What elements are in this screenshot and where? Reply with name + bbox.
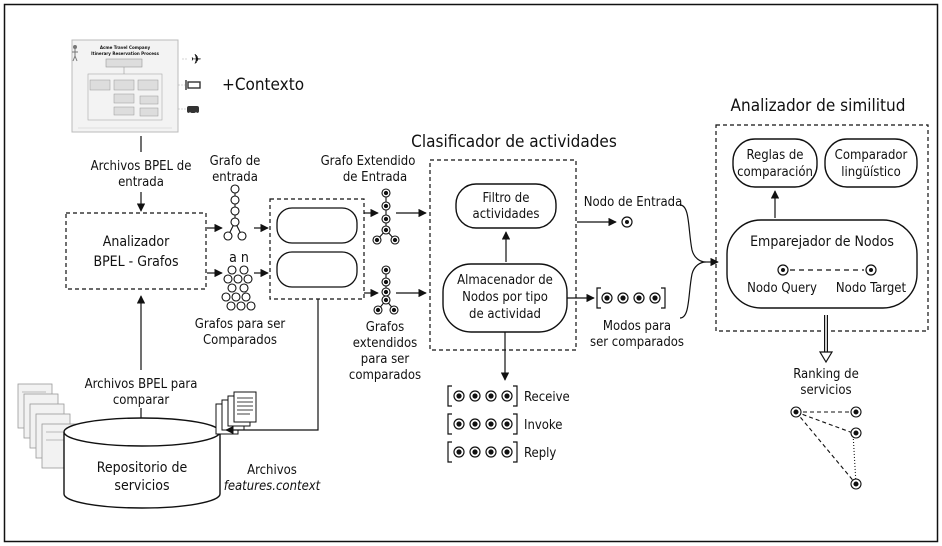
grafos-comparados-line2: Comparados bbox=[203, 333, 277, 348]
car-icon bbox=[187, 106, 199, 113]
modos-line1: Modos para bbox=[603, 319, 671, 334]
modos-array bbox=[596, 287, 666, 309]
archivos-entrada-line2: entrada bbox=[118, 175, 164, 190]
filtro-line2: actividades bbox=[473, 207, 540, 222]
airplane-icon: ✈ bbox=[191, 52, 202, 68]
filtro-line1: Filtro de bbox=[483, 191, 530, 206]
nodo-query-label: Nodo Query bbox=[747, 281, 817, 296]
extended-comparison-graphs bbox=[373, 265, 399, 315]
analizador-similitud-title: Analizador de similitud bbox=[731, 96, 906, 116]
repositorio-cylinder bbox=[63, 417, 221, 509]
analizador-similitud-box bbox=[715, 124, 929, 332]
grafo-entrada-line1: Grafo de bbox=[210, 154, 261, 169]
thumb-company: Acme Travel Company bbox=[100, 45, 151, 51]
buffer-slot-1 bbox=[276, 207, 358, 244]
thumb-process: Itinerary Reservation Process bbox=[91, 51, 159, 57]
reglas-line1: Reglas de bbox=[746, 148, 803, 163]
comparador-node bbox=[824, 138, 918, 188]
grafo-ext-entrada-line2: de Entrada bbox=[343, 170, 407, 185]
clasificador-title: Clasificador de actividades bbox=[411, 132, 617, 152]
invoke-label: Invoke bbox=[524, 418, 562, 433]
nodo-target-label: Nodo Target bbox=[836, 281, 907, 296]
emparejador-node bbox=[726, 219, 918, 309]
grafos-extendidos-line3: para ser bbox=[361, 352, 410, 367]
almacenador-line1: Almacenador de bbox=[457, 273, 553, 288]
repositorio-line1: Repositorio de bbox=[97, 460, 188, 476]
grafos-extendidos-line1: Grafos bbox=[366, 320, 404, 335]
features-documents bbox=[215, 391, 257, 435]
bed-icon bbox=[187, 81, 201, 89]
grafos-extendidos-line4: comparados bbox=[349, 368, 421, 383]
receive-list bbox=[447, 385, 518, 407]
invoke-list bbox=[447, 413, 518, 435]
analizador-bpel-line2: BPEL - Grafos bbox=[93, 254, 178, 270]
grafo-ext-entrada-line1: Grafo Extendido bbox=[321, 154, 416, 169]
reglas-node bbox=[732, 138, 818, 188]
repositorio-line2: servicios bbox=[114, 478, 169, 494]
contexto-label: +Contexto bbox=[222, 75, 304, 95]
archivos-comparar-line1: Archivos BPEL para bbox=[85, 377, 198, 392]
input-graph bbox=[223, 184, 247, 241]
modos-line2: ser comparados bbox=[590, 335, 684, 350]
ranking-line2: servicios bbox=[800, 383, 851, 398]
reply-list bbox=[447, 441, 518, 463]
grafos-extendidos-line2: extendidos bbox=[353, 336, 417, 351]
outer-frame bbox=[3, 3, 939, 543]
almacenador-line3: de actividad bbox=[469, 307, 541, 322]
archivos-features-line2: features.context bbox=[224, 479, 321, 494]
nodo-entrada-label: Nodo de Entrada bbox=[584, 195, 682, 210]
comparador-line1: Comparador bbox=[835, 148, 908, 163]
emparejador-label: Emparejador de Nodos bbox=[750, 234, 894, 250]
reglas-line2: comparación bbox=[737, 165, 813, 180]
archivos-entrada-line1: Archivos BPEL de bbox=[91, 159, 192, 174]
buffer-slot-2 bbox=[276, 251, 358, 288]
ranking-arrow-head bbox=[818, 351, 834, 364]
archivos-features-line1: Archivos bbox=[247, 463, 297, 478]
grafo-entrada-line2: entrada bbox=[212, 170, 258, 185]
merge-brace bbox=[679, 204, 707, 319]
comparador-line2: lingüístico bbox=[841, 165, 901, 180]
analizador-bpel-line1: Analizador bbox=[103, 234, 170, 250]
clasificador-box bbox=[429, 159, 577, 351]
a-n-label: a n bbox=[229, 250, 249, 266]
comparison-graphs bbox=[221, 265, 256, 311]
almacenador-line2: Nodos por tipo bbox=[462, 290, 548, 305]
receive-label: Receive bbox=[524, 390, 570, 405]
bpel-thumbnail: Acme Travel Company Itinerary Reservatio… bbox=[71, 39, 202, 133]
ranking-line1: Ranking de bbox=[793, 367, 859, 382]
graph-buffer-box bbox=[269, 198, 365, 300]
arrow-buffer-to-repo bbox=[225, 299, 319, 435]
reply-label: Reply bbox=[524, 446, 556, 461]
archivos-comparar-line2: comparar bbox=[113, 393, 170, 408]
ranking-graph bbox=[790, 406, 862, 490]
analizador-bpel-box bbox=[65, 212, 207, 290]
grafos-comparados-line1: Grafos para ser bbox=[195, 317, 286, 332]
extended-input-graph bbox=[372, 188, 400, 245]
filtro-node bbox=[455, 183, 557, 229]
